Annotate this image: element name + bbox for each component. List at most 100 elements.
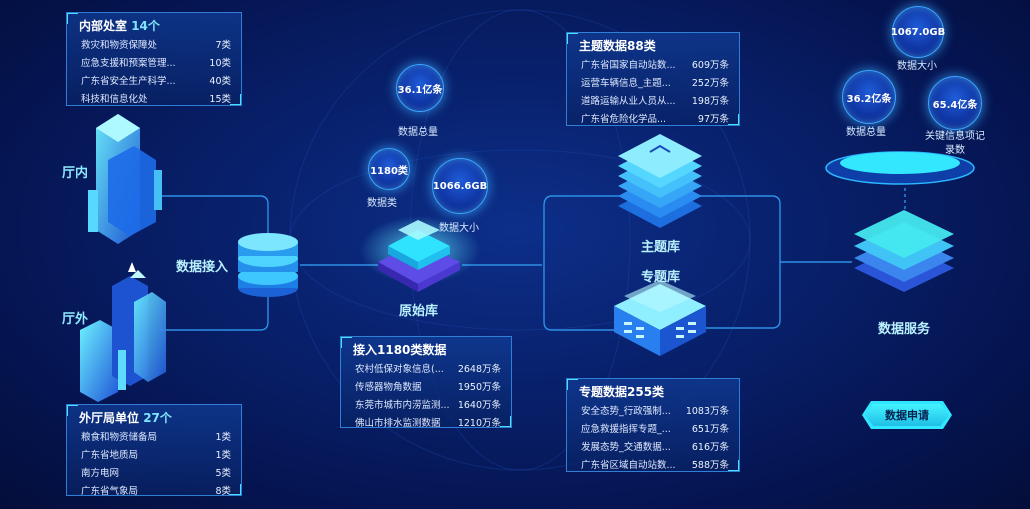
raw-types-label: 数据类 [367, 198, 397, 209]
item-name: 广东省地质局 [81, 450, 139, 461]
data-apply-button[interactable]: 数据申请 [862, 401, 952, 429]
item-value: 616万条 [691, 442, 729, 453]
topic-library-icon [618, 134, 702, 228]
list-item[interactable]: 广东省安全生产科学... 40类 [81, 73, 231, 91]
list-item[interactable]: 道路运输从业人员从...198万条 [581, 93, 729, 111]
item-value: 588万条 [691, 460, 729, 471]
service-size-label: 数据大小 [897, 61, 937, 72]
item-value: 97万条 [697, 114, 729, 125]
data-service-icon [825, 151, 975, 292]
internal-list: 救灾和物资保障处 7类 应急支援和预案管理... 10类 广东省安全生产科学... 4… [81, 37, 231, 105]
item-name: 救灾和物资保障处 [81, 40, 158, 51]
item-value: 2648万条 [457, 364, 501, 375]
list-item[interactable]: 佛山市排水监测数据 1210万条 [355, 415, 501, 428]
item-name: 应急救援指挥专题_... [581, 424, 671, 435]
internal-count: 14个 [131, 19, 160, 33]
item-value: 40类 [209, 76, 231, 87]
item-name: 广东省气象局 [81, 486, 139, 496]
item-value: 1640万条 [457, 400, 501, 411]
item-name: 发展态势_交通数据... [581, 442, 671, 453]
data-access-icon [238, 233, 298, 297]
internal-title-text: 内部处室 [79, 19, 128, 33]
service-key-label: 关键信息项记录数 [925, 131, 985, 156]
item-value: 609万条 [691, 60, 729, 71]
topic-panel-title: 主题数据88类 [579, 39, 656, 53]
data-service-label: 数据服务 [878, 322, 931, 337]
item-name: 道路运输从业人员从... [581, 96, 676, 107]
access-panel-title: 接入1180类数据 [353, 343, 447, 357]
raw-library-icon [360, 216, 480, 292]
item-name: 佛山市排水监测数据 [355, 418, 441, 428]
item-value: 10类 [209, 58, 231, 69]
outside-label: 厅外 [62, 312, 89, 327]
item-name: 广东省区域自动站数... [581, 460, 676, 471]
external-count: 27个 [143, 411, 172, 425]
item-value: 1类 [215, 450, 231, 461]
list-item[interactable]: 安全态势_行政强制... 1083万条 [581, 403, 729, 421]
item-value: 7类 [215, 40, 231, 51]
internal-panel-title: 内部处室 14个 [79, 17, 160, 34]
raw-library-label: 原始库 [399, 304, 439, 319]
special-library-label: 专题库 [641, 270, 681, 285]
list-item[interactable]: 救灾和物资保障处 7类 [81, 37, 231, 55]
list-item[interactable]: 科技和信息化处 15类 [81, 91, 231, 105]
topic-list: 广东省国家自动站数...609万条 运营车辆信息_主题... 252万条 道路运输… [581, 57, 729, 125]
list-item[interactable]: 广东省危险化学品... 97万条 [581, 111, 729, 125]
item-value: 8类 [215, 486, 231, 496]
topic-library-label: 主题库 [641, 240, 681, 255]
data-apply-button-label: 数据申请 [865, 404, 949, 426]
list-item[interactable]: 广东省气象局 8类 [81, 483, 231, 496]
inside-building-icon [88, 114, 162, 244]
outside-building-icon [80, 262, 166, 402]
special-panel-title: 专题数据255类 [579, 385, 665, 399]
item-value: 1类 [215, 432, 231, 443]
raw-size-label: 数据大小 [439, 223, 479, 234]
special-list: 安全态势_行政强制... 1083万条 应急救援指挥专题_... 651万条 发展态… [581, 403, 729, 471]
raw-total-bubble: 36.1亿条 [396, 64, 444, 112]
special-library-icon [614, 280, 706, 356]
list-item[interactable]: 应急支援和预案管理... 10类 [81, 55, 231, 73]
item-name: 应急支援和预案管理... [81, 58, 176, 69]
list-item[interactable]: 广东省国家自动站数...609万条 [581, 57, 729, 75]
item-name: 农村低保对象信息(... [355, 364, 444, 375]
list-item[interactable]: 广东省区域自动站数... 588万条 [581, 457, 729, 471]
list-item[interactable]: 运营车辆信息_主题... 252万条 [581, 75, 729, 93]
service-size-bubble: 1067.0GB [891, 6, 945, 58]
list-item[interactable]: 东莞市城市内涝监测... 1640万条 [355, 397, 501, 415]
item-name: 广东省危险化学品... [581, 114, 667, 125]
connection-lines [160, 188, 906, 331]
item-name: 安全态势_行政强制... [581, 406, 671, 417]
item-name: 运营车辆信息_主题... [581, 78, 671, 89]
external-title-text: 外厅局单位 [79, 411, 140, 425]
item-value: 15类 [209, 94, 231, 105]
item-name: 科技和信息化处 [81, 94, 148, 105]
list-item[interactable]: 发展态势_交通数据... 616万条 [581, 439, 729, 457]
item-value: 1210万条 [457, 418, 501, 428]
list-item[interactable]: 广东省地质局 1类 [81, 447, 231, 465]
item-value: 5类 [215, 468, 231, 479]
list-item[interactable]: 应急救援指挥专题_... 651万条 [581, 421, 729, 439]
data-access-label: 数据接入 [176, 260, 229, 275]
item-value: 651万条 [691, 424, 729, 435]
item-value: 252万条 [691, 78, 729, 89]
item-name: 广东省安全生产科学... [81, 76, 176, 87]
special-data-panel: 专题数据255类 安全态势_行政强制... 1083万条 应急救援指挥专题_...… [566, 378, 740, 472]
item-value: 1950万条 [457, 382, 501, 393]
raw-types-bubble: 1180类 [368, 148, 410, 190]
topic-data-panel: 主题数据88类 广东省国家自动站数...609万条 运营车辆信息_主题... 25… [566, 32, 740, 126]
item-name: 东莞市城市内涝监测... [355, 400, 450, 411]
item-value: 1083万条 [685, 406, 729, 417]
external-panel-title: 外厅局单位 27个 [79, 409, 172, 426]
list-item[interactable]: 农村低保对象信息(... 2648万条 [355, 361, 501, 379]
raw-size-bubble: 1066.6GB [432, 158, 488, 214]
inside-label: 厅内 [62, 166, 89, 181]
service-total-bubble: 36.2亿条 [842, 70, 896, 124]
